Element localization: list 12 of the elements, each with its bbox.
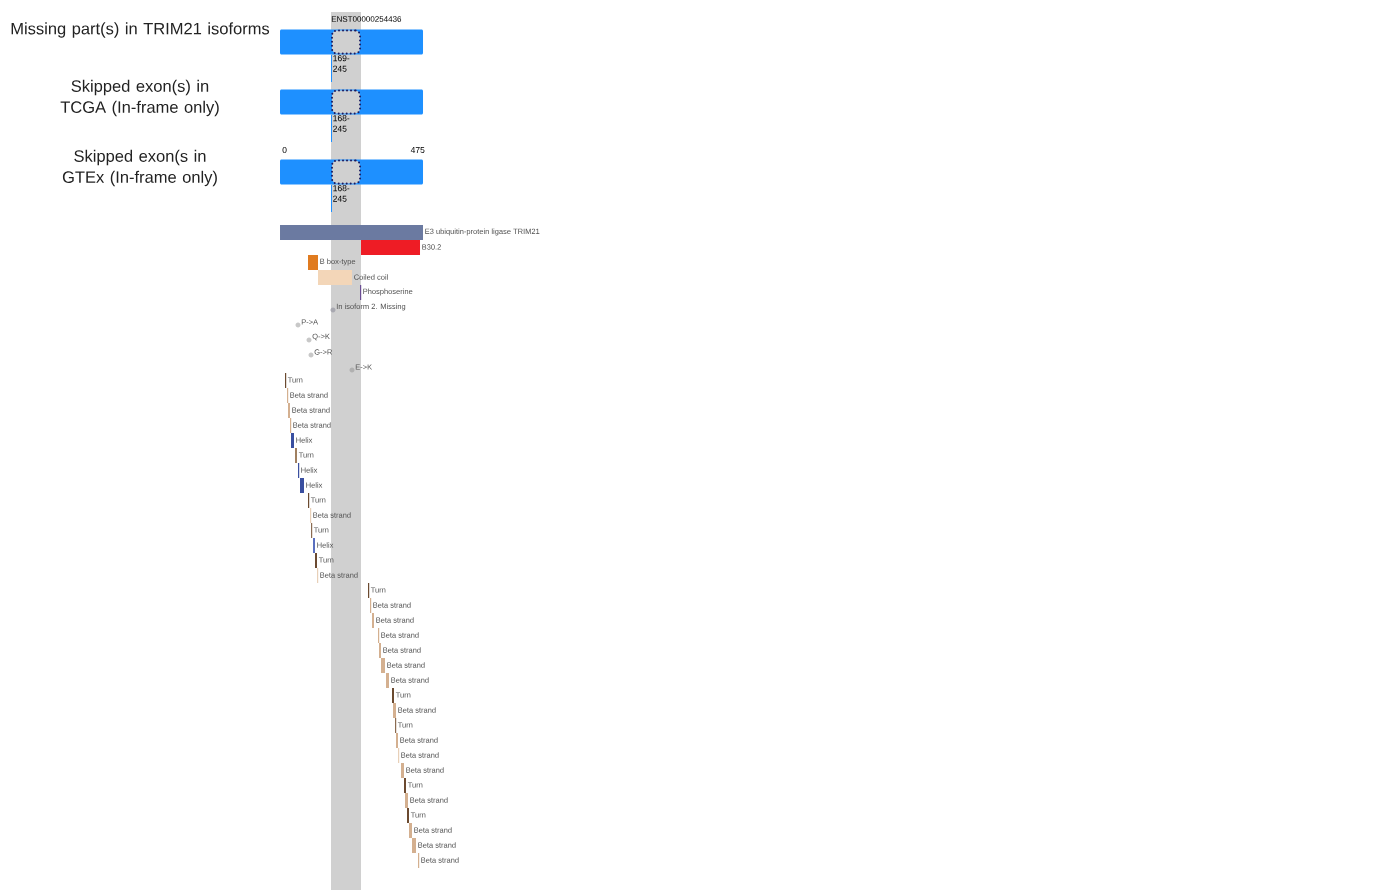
track-title: Skipped exon(s in GTEx (In-frame only)	[62, 149, 217, 187]
range-label: 169-245	[333, 55, 350, 72]
range-label: 168-245	[333, 115, 350, 132]
transcript-id: ENST00000254436	[331, 16, 402, 22]
missing-region-box	[331, 89, 361, 115]
missing-region-box	[331, 29, 361, 55]
axis-label: 0	[282, 147, 287, 153]
track-title: Missing part(s) in TRIM21 isoforms	[11, 22, 270, 38]
axis-label: 475	[410, 147, 425, 153]
missing-region-box	[331, 159, 361, 185]
track-title: Skipped exon(s) in TCGA (In-frame only)	[60, 79, 219, 117]
range-label: 168-245	[333, 185, 350, 202]
